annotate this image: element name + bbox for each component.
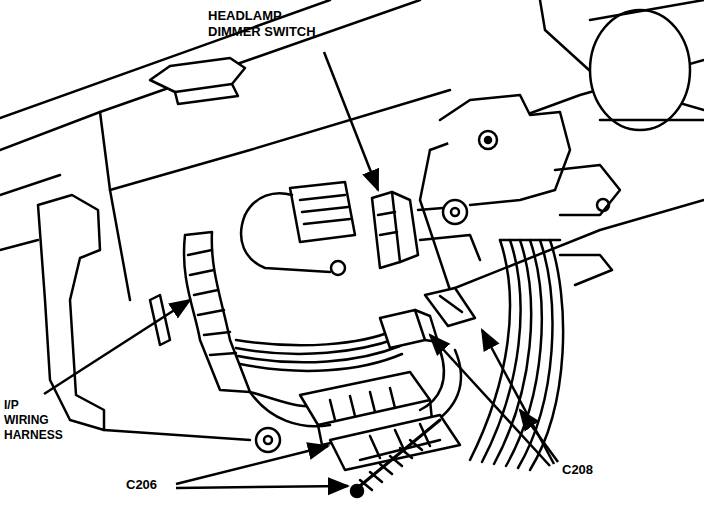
- leader-line: [482, 330, 554, 464]
- part-label: C208: [562, 462, 622, 478]
- leader-line: [176, 446, 328, 484]
- dash-beam: [0, 0, 330, 118]
- part-label: I/P WIRING HARNESS: [4, 398, 65, 443]
- part-label: C206: [126, 477, 186, 493]
- leader-line: [44, 300, 190, 394]
- leader-line: [324, 52, 378, 190]
- leader-line: [176, 486, 348, 488]
- part-label: HEADLAMP DIMMER SWITCH: [208, 8, 323, 41]
- leader-line: [520, 410, 558, 462]
- leader-line: [430, 335, 550, 466]
